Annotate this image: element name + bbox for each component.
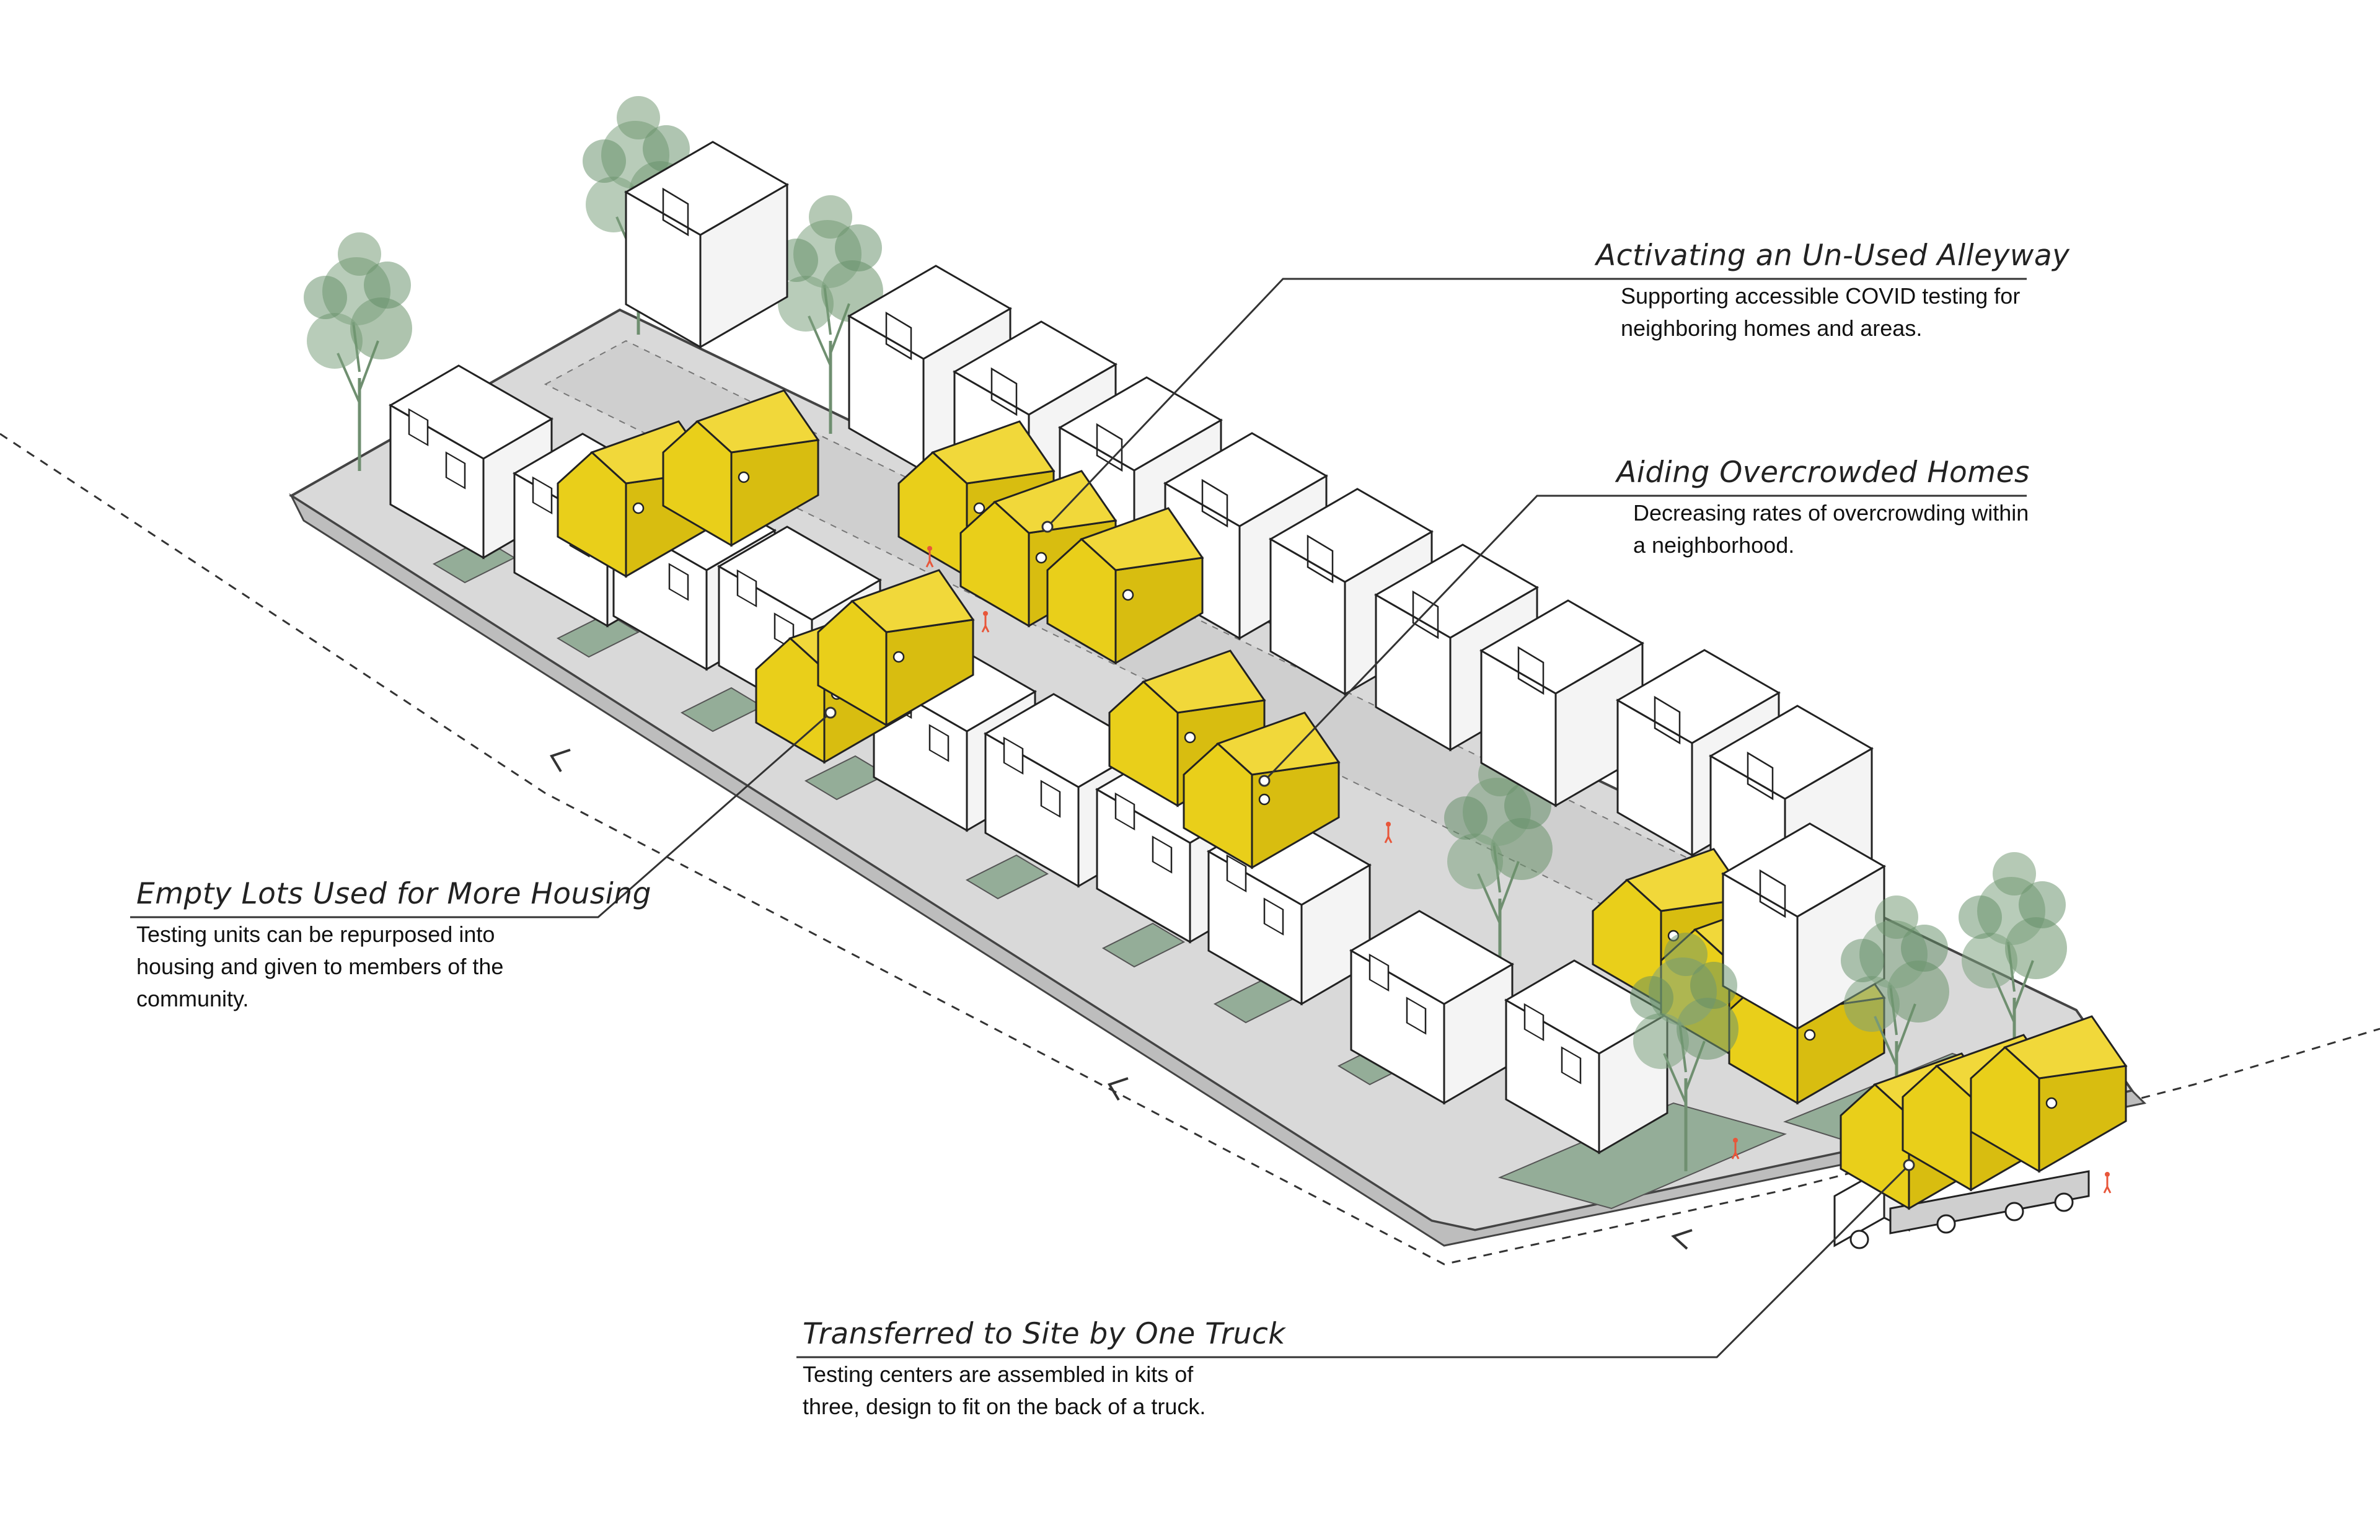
direction-arrow-icon xyxy=(550,749,571,773)
leader-lines xyxy=(130,278,2027,1358)
direction-arrow-icon xyxy=(1108,1077,1129,1101)
annotation-title: Aiding Overcrowded Homes xyxy=(1616,455,2030,490)
person-icon xyxy=(2103,1171,2112,1194)
annotation-overcrowded: Aiding Overcrowded Homes Decreasing rate… xyxy=(1596,455,2030,561)
direction-arrow-icon xyxy=(1671,1229,1693,1250)
truck-icon xyxy=(1833,1015,2127,1249)
annotation-title: Empty Lots Used for More Housing xyxy=(136,877,651,911)
annotation-description: Decreasing rates of overcrowding within … xyxy=(1633,500,2029,558)
annotation-alleyway: Activating an Un-Used Alleyway Supportin… xyxy=(1596,239,2070,345)
sidewalk xyxy=(289,493,2147,1247)
annotation-description: Testing units can be repurposed into hou… xyxy=(136,922,504,1011)
annotation-description: Supporting accessible COVID testing for … xyxy=(1621,283,2021,341)
annotation-empty-lots: Empty Lots Used for More Housing Testing… xyxy=(136,877,651,1015)
annotation-title: Transferred to Site by One Truck xyxy=(803,1317,1286,1351)
street-guide-line xyxy=(0,433,2380,1265)
annotation-title: Activating an Un-Used Alleyway xyxy=(1596,239,2070,273)
annotation-truck: Transferred to Site by One Truck Testing… xyxy=(803,1317,1285,1423)
annotation-description: Testing centers are assembled in kits of… xyxy=(803,1362,1206,1419)
